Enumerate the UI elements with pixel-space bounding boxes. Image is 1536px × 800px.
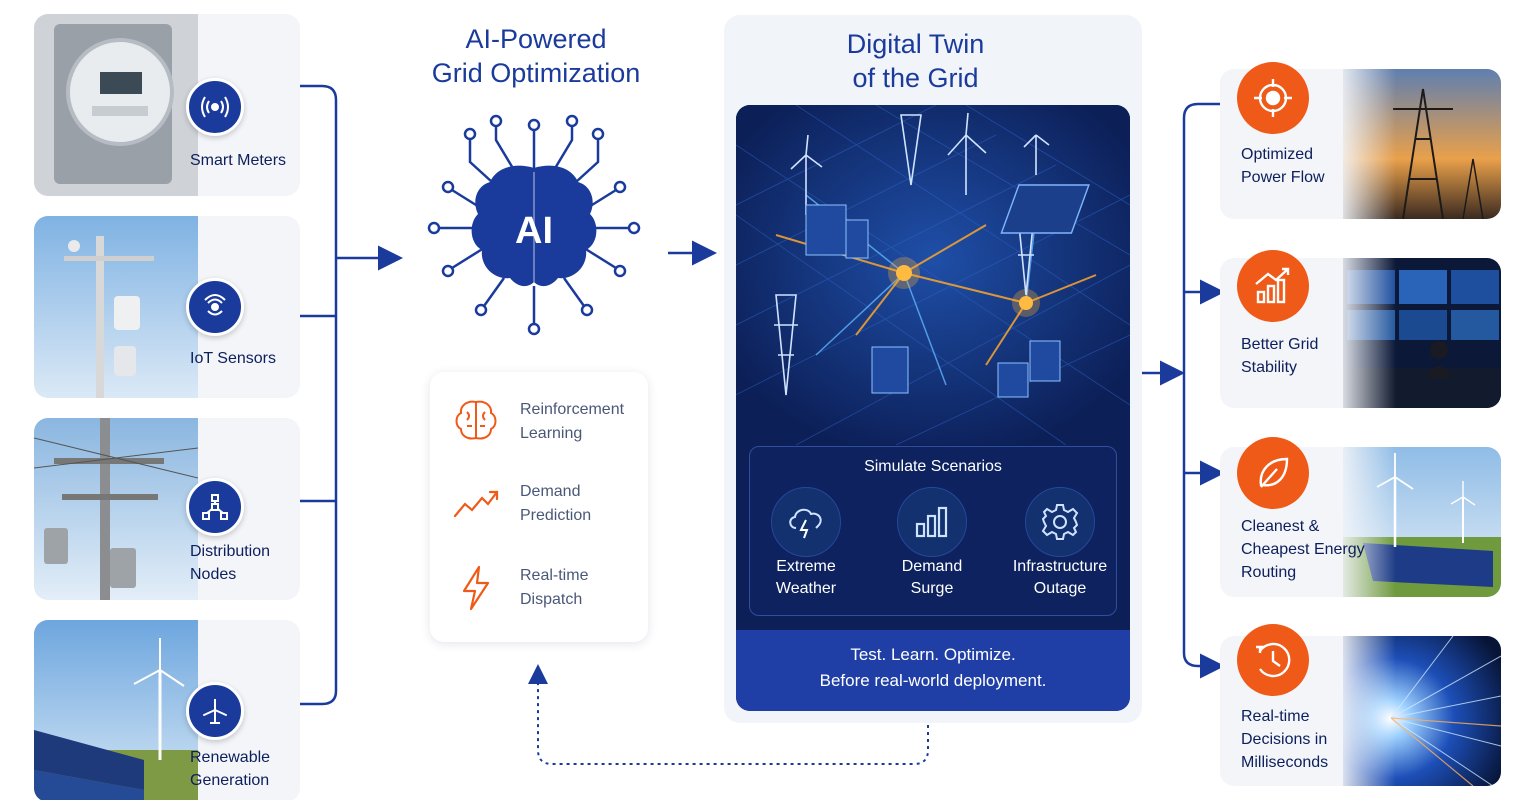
output-bracket bbox=[1142, 102, 1225, 679]
source-bracket bbox=[300, 84, 403, 706]
twin-title: Digital Twin of the Grid bbox=[724, 27, 1107, 95]
image-fade bbox=[1336, 636, 1396, 786]
leaf-icon bbox=[1237, 437, 1309, 509]
source-label: IoT Sensors bbox=[190, 350, 276, 367]
scenario-label: Demand Surge bbox=[901, 558, 963, 597]
lightning-icon bbox=[450, 562, 502, 614]
source-label: Smart Meters bbox=[190, 152, 287, 169]
banner-line2: Before real-world deployment. bbox=[819, 671, 1047, 690]
output-card-realtime-decisions bbox=[1220, 636, 1501, 786]
smart-meter-photo bbox=[34, 14, 198, 196]
source-label: Renewable Generation bbox=[190, 749, 271, 789]
twin-banner bbox=[736, 630, 1130, 711]
digital-twin-visual bbox=[736, 105, 1130, 711]
renewables-photo bbox=[34, 620, 198, 800]
network-nodes-icon bbox=[186, 478, 244, 536]
signal-broadcast-icon bbox=[186, 78, 244, 136]
feedback-loop-arrow bbox=[528, 664, 929, 765]
growth-chart-icon bbox=[1237, 250, 1309, 322]
ai-methods-card: Reinforcement Learning Demand Prediction… bbox=[430, 372, 648, 642]
ai-brain-text: AI bbox=[515, 210, 553, 252]
output-label: Optimized Power Flow bbox=[1241, 146, 1325, 186]
grid-network-illustration bbox=[736, 105, 1130, 446]
output-label: Real-time Decisions in Milliseconds bbox=[1241, 708, 1329, 771]
output-card-grid-stability bbox=[1220, 258, 1501, 408]
iot-sensor-photo bbox=[34, 216, 198, 398]
source-card-renewable-generation: Renewable Generation bbox=[34, 620, 300, 800]
storm-cloud-icon[interactable] bbox=[771, 487, 841, 557]
ai-title-line2: Grid Optimization bbox=[431, 58, 641, 88]
banner-line1: Test. Learn. Optimize. bbox=[850, 645, 1016, 664]
source-label: Distribution Nodes bbox=[190, 543, 271, 583]
source-card-smart-meters: Smart Meters bbox=[34, 14, 300, 196]
method-label: Real-time Dispatch bbox=[520, 567, 589, 608]
output-card-power-flow bbox=[1220, 69, 1501, 219]
image-fade bbox=[1336, 447, 1396, 597]
sensor-waves-icon bbox=[186, 278, 244, 336]
gear-icon[interactable] bbox=[1025, 487, 1095, 557]
twin-title-line2: of the Grid bbox=[852, 63, 979, 93]
stopwatch-icon bbox=[1237, 624, 1309, 696]
utility-pole-photo bbox=[34, 418, 198, 600]
wind-turbine-icon bbox=[186, 682, 244, 740]
ai-title: AI-Powered Grid Optimization bbox=[400, 22, 672, 90]
twin-title-line1: Digital Twin bbox=[846, 29, 985, 59]
scenario-label: Infrastructure Outage bbox=[1012, 558, 1108, 597]
method-label: Demand Prediction bbox=[520, 483, 592, 524]
bar-chart-icon[interactable] bbox=[897, 487, 967, 557]
image-fade bbox=[1336, 69, 1396, 219]
scenario-label: Extreme Weather bbox=[775, 558, 837, 597]
source-card-distribution-nodes: Distribution Nodes bbox=[34, 418, 300, 600]
trend-chart-icon bbox=[450, 478, 502, 530]
output-label: Cleanest & Cheapest Energy Routing bbox=[1241, 518, 1365, 581]
scenarios-title: Simulate Scenarios bbox=[864, 458, 1002, 475]
output-label: Better Grid Stability bbox=[1241, 336, 1319, 376]
ai-brain-circuit-icon: AI bbox=[427, 114, 641, 336]
source-card-iot-sensors: IoT Sensors bbox=[34, 216, 300, 398]
method-label: Reinforcement Learning bbox=[520, 401, 625, 442]
image-fade bbox=[1336, 258, 1396, 408]
brain-outline-icon bbox=[450, 394, 502, 446]
target-icon bbox=[1237, 62, 1309, 134]
ai-title-line1: AI-Powered bbox=[465, 24, 607, 54]
